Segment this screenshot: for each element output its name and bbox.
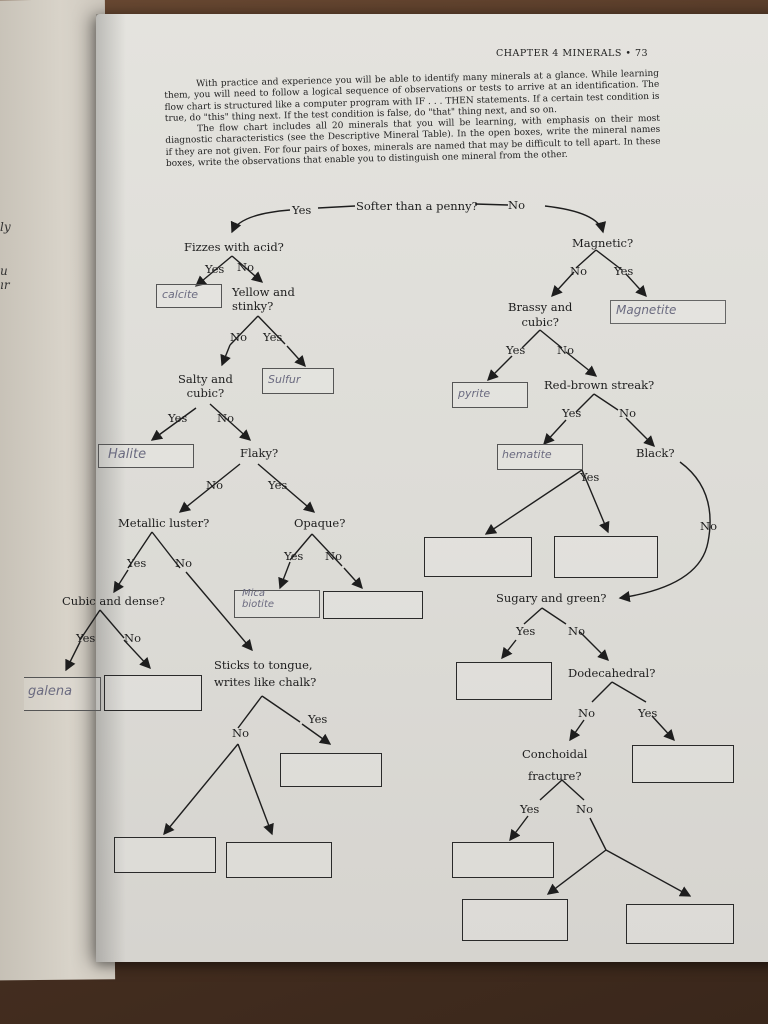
question-fizzes-with-acid: Fizzes with acid?: [184, 240, 284, 254]
handwritten-answer: calcite: [162, 288, 199, 301]
yes-label: Yes: [268, 478, 288, 492]
answer-box-pyrite[interactable]: [452, 382, 528, 408]
question-cubic-and-dense: Cubic and dense?: [62, 594, 166, 608]
yes-label: Yes: [506, 343, 526, 357]
facing-page-text: ly u ır: [0, 205, 11, 307]
yes-label: Yes: [263, 330, 283, 344]
answer-box-empty[interactable]: [323, 591, 423, 619]
question-conchoidal-fracture: Conchoidal fracture?: [522, 747, 588, 783]
yes-label: Yes: [614, 264, 634, 278]
no-label: No: [237, 260, 254, 274]
running-head: CHAPTER 4 MINERALS • 73: [496, 48, 649, 59]
answer-box-sulfur[interactable]: [262, 368, 334, 394]
answer-box-empty[interactable]: [462, 899, 568, 941]
yes-label: Yes: [168, 411, 188, 425]
answer-box-halite[interactable]: [98, 444, 194, 468]
answer-box-empty[interactable]: [424, 537, 532, 577]
yes-label: Yes: [516, 624, 536, 638]
question-sugary-and-green: Sugary and green?: [496, 591, 607, 605]
question-brassy-and-cubic: Brassy and cubic?: [508, 300, 573, 329]
facing-fragment: ır: [0, 278, 10, 292]
answer-box-galena[interactable]: [24, 677, 101, 711]
yes-label: Yes: [205, 262, 225, 276]
handwritten-answer: Mica biotite: [242, 588, 275, 610]
answer-box-empty[interactable]: [456, 662, 552, 700]
no-label: No: [230, 330, 247, 344]
handwritten-answer: Magnetite: [616, 303, 677, 317]
question-softer-than-penny: Softer than a penny?: [356, 199, 478, 213]
page-gutter-shadow: [96, 14, 126, 962]
question-salty-and-cubic: Salty and cubic?: [178, 372, 233, 400]
handwritten-answer: Sulfur: [268, 373, 301, 386]
facing-fragment: ly: [0, 220, 11, 234]
no-label: No: [232, 726, 249, 740]
question-sticks-to-tongue: Sticks to tongue, writes like chalk?: [214, 658, 317, 689]
question-magnetic: Magnetic?: [572, 236, 634, 250]
yes-label: Yes: [580, 470, 600, 484]
question-flaky: Flaky?: [240, 446, 279, 460]
question-yellow-and-stinky: Yellow and stinky?: [232, 285, 295, 313]
question-dodecahedral: Dodecahedral?: [568, 666, 656, 680]
answer-box-empty[interactable]: [452, 842, 554, 878]
no-label: No: [568, 624, 585, 638]
handwritten-answer: galena: [28, 684, 73, 699]
yes-label: Yes: [308, 712, 328, 726]
no-label: No: [700, 519, 717, 533]
answer-box-empty[interactable]: [280, 753, 382, 787]
no-label: No: [325, 549, 342, 563]
answer-box-mica[interactable]: [234, 590, 320, 618]
handwritten-answer: pyrite: [458, 387, 491, 400]
no-label: No: [570, 264, 587, 278]
no-label: No: [578, 706, 595, 720]
yes-label: Yes: [284, 549, 304, 563]
answer-box-empty[interactable]: [104, 675, 202, 711]
facing-fragment: u: [0, 264, 8, 278]
textbook-page: [96, 14, 768, 962]
question-black: Black?: [636, 446, 675, 460]
question-metallic-luster: Metallic luster?: [118, 516, 210, 530]
answer-box-empty[interactable]: [554, 536, 658, 578]
no-label: No: [576, 802, 593, 816]
question-red-brown-streak: Red-brown streak?: [544, 378, 655, 392]
yes-label: Yes: [127, 556, 147, 570]
no-label: No: [206, 478, 223, 492]
answer-box-empty[interactable]: [626, 904, 734, 944]
answer-box-hematite[interactable]: [497, 444, 583, 470]
answer-box-magnetite[interactable]: [610, 300, 726, 324]
answer-box-empty[interactable]: [226, 842, 332, 878]
no-label: No: [217, 411, 234, 425]
yes-label: Yes: [638, 706, 658, 720]
no-label: No: [508, 198, 525, 212]
no-label: No: [557, 343, 574, 357]
yes-label: Yes: [562, 406, 582, 420]
question-opaque: Opaque?: [294, 516, 346, 530]
yes-label: Yes: [520, 802, 540, 816]
handwritten-answer: hematite: [502, 448, 552, 461]
yes-label: Yes: [292, 203, 312, 217]
no-label: No: [175, 556, 192, 570]
yes-label: Yes: [76, 631, 96, 645]
no-label: No: [124, 631, 141, 645]
answer-box-empty[interactable]: [114, 837, 216, 873]
handwritten-answer: Halite: [108, 447, 147, 462]
answer-box-calcite[interactable]: [156, 284, 222, 308]
answer-box-empty[interactable]: [632, 745, 734, 783]
no-label: No: [619, 406, 636, 420]
